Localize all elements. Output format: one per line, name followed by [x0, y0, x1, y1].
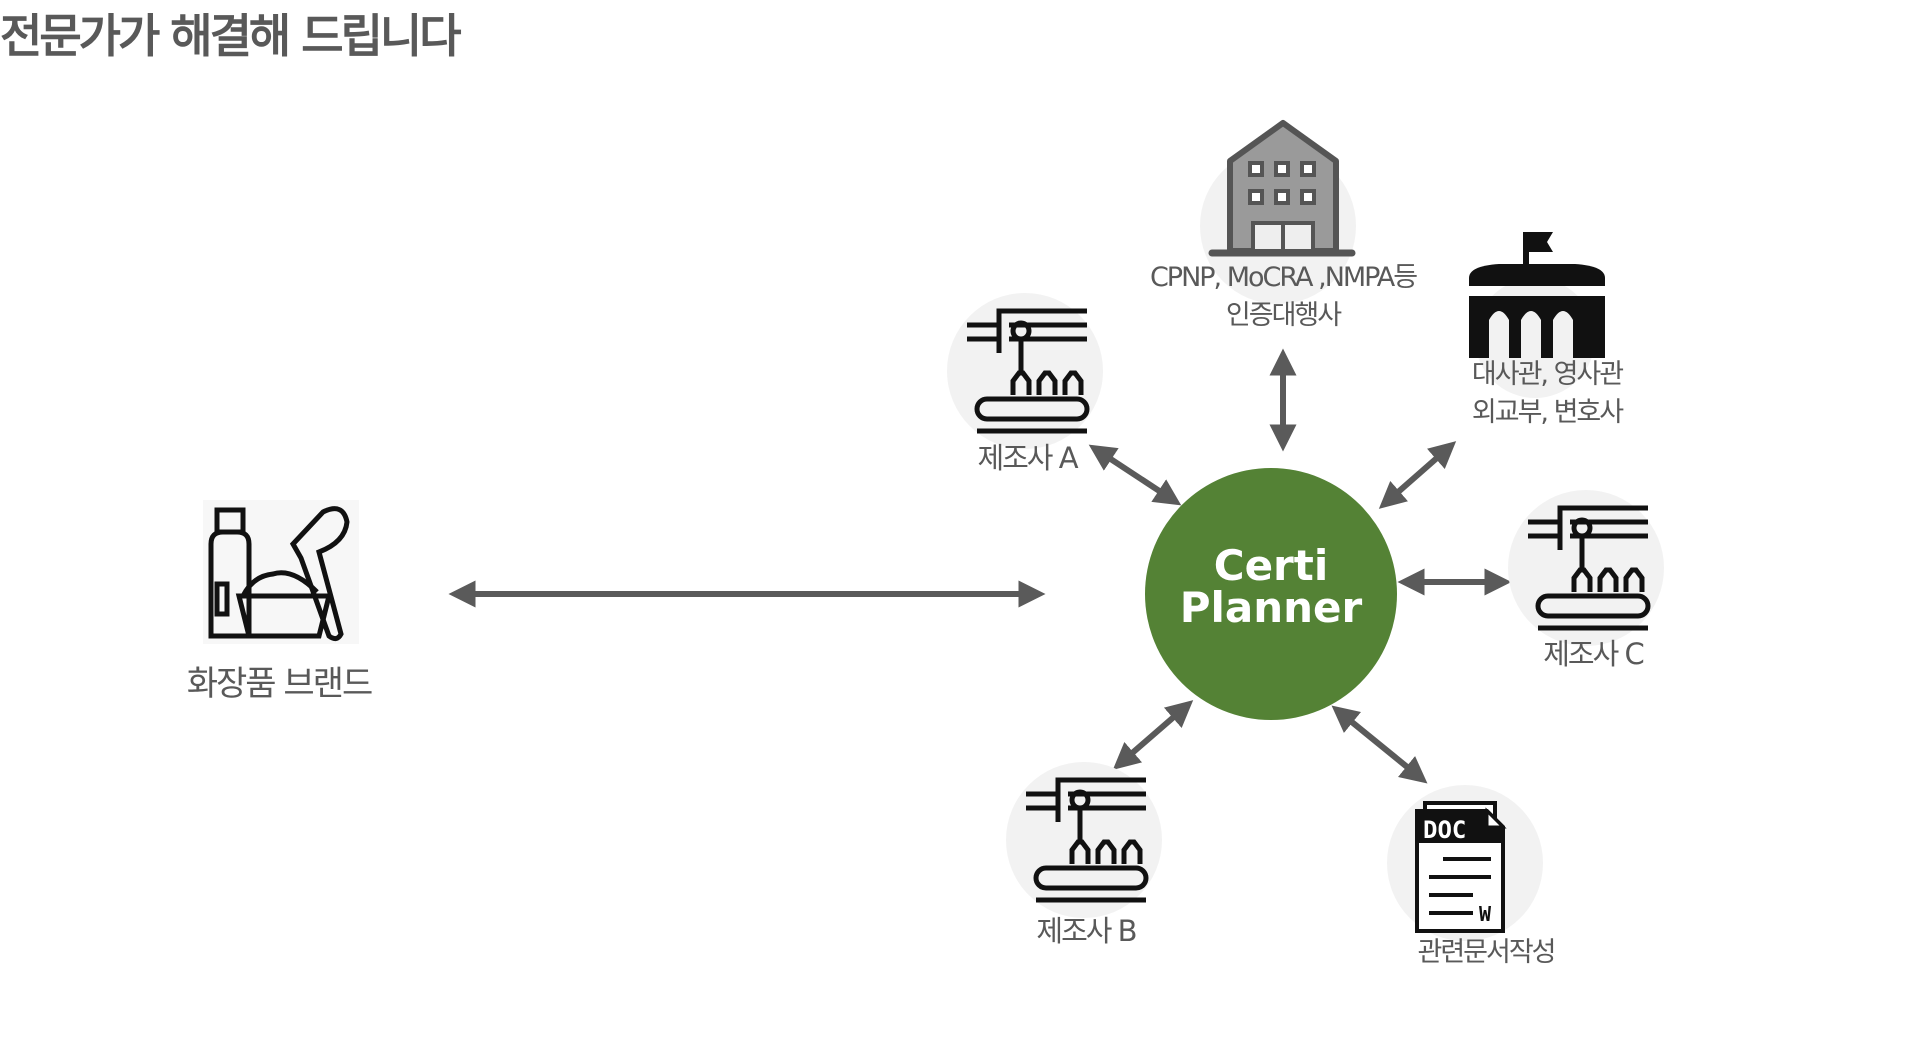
maker-b-label: 제조사 B	[1036, 914, 1137, 948]
factory-icon-maker-a	[947, 293, 1103, 449]
page-title: 전문가가 해결해 드립니다	[0, 9, 462, 63]
doc-file-icon: DOC W	[1387, 785, 1543, 941]
brand-label: 화장품 브랜드	[186, 664, 373, 704]
maker-c-label: 제조사 C	[1543, 637, 1645, 671]
building-icon	[1200, 120, 1356, 304]
doc-icon-text: DOC	[1423, 816, 1466, 844]
certiplanner-hub	[1145, 468, 1397, 720]
embassy-label-line1: 대사관, 영사관	[1471, 359, 1624, 390]
docs-label: 관련문서작성	[1417, 937, 1556, 968]
factory-icon-maker-b	[1006, 762, 1162, 918]
hub-label-line1: Certi	[1213, 541, 1329, 590]
maker-a-label: 제조사 A	[977, 441, 1078, 475]
agency-label-line1: CPNP, MoCRA ,NMPA등	[1149, 262, 1418, 293]
arrow-maker-a	[1088, 444, 1182, 506]
arrow-docs	[1331, 705, 1428, 784]
doc-icon-mark: W	[1479, 902, 1492, 926]
agency-label: CPNP, MoCRA ,NMPA등 인증대행사	[1149, 259, 1418, 335]
cosmetics-icon	[203, 500, 359, 644]
embassy-label: 대사관, 영사관 외교부, 변호사	[1471, 356, 1624, 432]
hub-label-line2: Planner	[1179, 583, 1363, 632]
factory-icon-maker-c	[1508, 490, 1664, 646]
embassy-icon	[1469, 232, 1605, 398]
connector-arrows	[448, 348, 1512, 784]
arrow-embassy	[1378, 441, 1457, 509]
agency-label-line2: 인증대행사	[1225, 300, 1342, 331]
arrow-maker-b	[1112, 700, 1194, 770]
embassy-label-line2: 외교부, 변호사	[1471, 397, 1624, 428]
hub-label: Certi Planner	[1180, 545, 1363, 629]
